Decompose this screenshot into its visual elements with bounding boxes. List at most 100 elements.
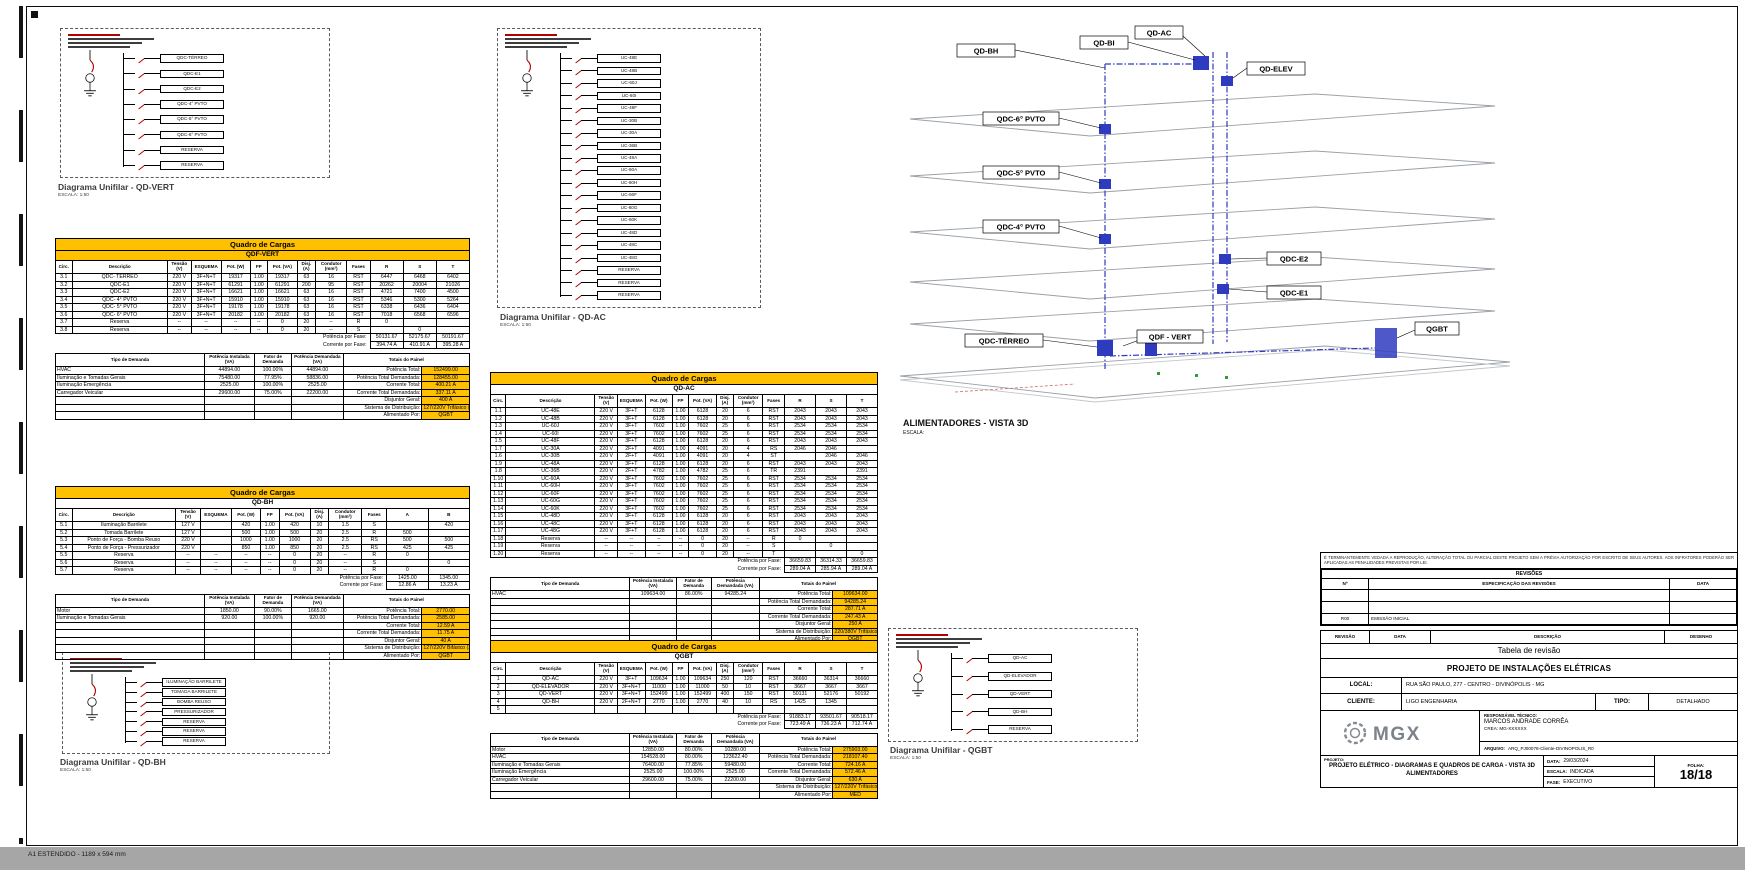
cell: 3F+T bbox=[616, 504, 646, 513]
cell: 11000 bbox=[688, 682, 717, 691]
cell bbox=[204, 636, 255, 645]
copyright-disclaimer: É TERMINANTEMENTE VEDADA A REPRODUÇÃO, A… bbox=[1321, 553, 1737, 569]
wire bbox=[951, 711, 963, 713]
cell bbox=[784, 705, 817, 714]
feeder-label: QDC-4° PVTO bbox=[160, 100, 224, 109]
cell: 1000 bbox=[278, 536, 311, 545]
feeder-branch: QD-ELEVADOR bbox=[951, 671, 1131, 682]
cell bbox=[815, 467, 847, 476]
cell: 6596 bbox=[435, 310, 471, 319]
svg-text:MGX: MGX bbox=[1373, 724, 1421, 745]
column-header: Descrição bbox=[505, 394, 596, 408]
cell: -- bbox=[644, 549, 673, 558]
cell: UC-48A bbox=[505, 459, 596, 468]
cell bbox=[629, 605, 677, 614]
phase-total-label: Corrente por Fase: bbox=[55, 581, 387, 589]
cell: 0 bbox=[688, 549, 717, 558]
cell: 6 bbox=[732, 407, 764, 416]
cell: 63 bbox=[296, 295, 316, 304]
cell: 12850.00 bbox=[629, 745, 677, 754]
demand-type: Motor bbox=[54, 606, 206, 615]
cell: 2046 bbox=[815, 444, 847, 453]
panel-total-label: Alimentado Por: bbox=[342, 651, 423, 660]
cell bbox=[688, 705, 717, 714]
table-title-row: Quadro de Cargas bbox=[490, 640, 878, 653]
mgx-logo-icon: MGX bbox=[1343, 721, 1421, 745]
revisions-table: REVISÕES Nº ESPECIFICAÇÃO DAS REVISÕES D… bbox=[1321, 568, 1737, 625]
cell bbox=[290, 651, 344, 660]
cell: 0 bbox=[427, 558, 471, 567]
label-qd-ac: QD-AC bbox=[1134, 25, 1184, 40]
responsible-label: RESPONSÁVEL TÉCNICO: bbox=[1484, 712, 1537, 718]
cell: 220 V bbox=[175, 536, 201, 545]
cell: 2F+N+T bbox=[616, 697, 646, 706]
panel-total-label: Corrente Total: bbox=[342, 621, 423, 630]
cell: 220 V bbox=[594, 682, 618, 691]
cell: 0 bbox=[784, 534, 817, 543]
svg-text:QDC-E2: QDC-E2 bbox=[1280, 255, 1308, 264]
table-title: Quadro de Cargas bbox=[55, 238, 470, 251]
cell: 3F+T bbox=[616, 407, 646, 416]
phase-total-value: 50131.67 bbox=[369, 333, 404, 342]
cell: 2043 bbox=[815, 437, 847, 446]
cell: Ponto de Força - Pressurizador bbox=[71, 543, 177, 552]
panel-total-value: 220/380V Trifásico (3F+T) bbox=[832, 627, 878, 636]
cell: 6128 bbox=[644, 512, 673, 521]
cell: RST bbox=[346, 303, 371, 312]
cell: 3.4 bbox=[55, 295, 73, 304]
note-line bbox=[896, 646, 958, 648]
demand-type bbox=[54, 411, 206, 420]
cell: 2043 bbox=[845, 437, 879, 446]
cell bbox=[675, 612, 712, 621]
cell: 420 bbox=[230, 521, 261, 530]
cell: 6128 bbox=[688, 459, 717, 468]
wire bbox=[581, 120, 597, 122]
diagram-notes bbox=[896, 634, 982, 648]
cell: 95 bbox=[314, 280, 348, 289]
cell: 2534 bbox=[845, 489, 879, 498]
demand-row: Corrente Total:12.59 A bbox=[54, 621, 470, 630]
panel-total-value: 400 A bbox=[421, 396, 470, 405]
demand-type bbox=[489, 612, 631, 621]
cell: 6128 bbox=[688, 527, 717, 536]
feeder-branch: UC-48C bbox=[560, 240, 754, 251]
revisions-col-date: DATA bbox=[1669, 577, 1737, 590]
cell: 77.85% bbox=[675, 760, 712, 769]
svg-text:QGBT: QGBT bbox=[1426, 325, 1448, 334]
cell: RS bbox=[361, 536, 388, 545]
cell: UC-60G bbox=[505, 497, 596, 506]
note-line bbox=[70, 662, 156, 664]
cell: 152499 bbox=[688, 690, 717, 699]
panel-total-label: Potência Total: bbox=[342, 606, 423, 615]
cell: 220 V bbox=[594, 444, 618, 453]
cell: 2043 bbox=[784, 527, 817, 536]
breaker-icon bbox=[571, 66, 582, 76]
demand-row: Disjuntor Geral:40 A bbox=[54, 636, 470, 645]
cell: 5300 bbox=[402, 295, 437, 304]
cell bbox=[784, 549, 817, 558]
cell: 16 bbox=[314, 273, 348, 282]
cell: 2043 bbox=[845, 414, 879, 423]
demand-type: Iluminação Emergência bbox=[489, 768, 631, 777]
scale-row: ESCALA: INDICADA bbox=[1544, 765, 1654, 777]
column-header: Circ. bbox=[55, 260, 73, 274]
column-header: Disj. (A) bbox=[715, 662, 734, 676]
svg-text:QDC-6° PVTO: QDC-6° PVTO bbox=[997, 115, 1046, 124]
cell: 16621 bbox=[266, 288, 298, 297]
feeder-branch: UC-60G bbox=[560, 203, 754, 214]
feeder-branch: RESERVA bbox=[125, 716, 323, 727]
cell: RST bbox=[762, 429, 786, 438]
cell: 220 V bbox=[594, 474, 618, 483]
cell: 2525.00 bbox=[204, 381, 255, 390]
cell bbox=[710, 612, 760, 621]
cell: 7400 bbox=[402, 288, 437, 297]
feeder-label: UC-30B bbox=[597, 116, 661, 126]
cell: 4091 bbox=[688, 452, 717, 461]
